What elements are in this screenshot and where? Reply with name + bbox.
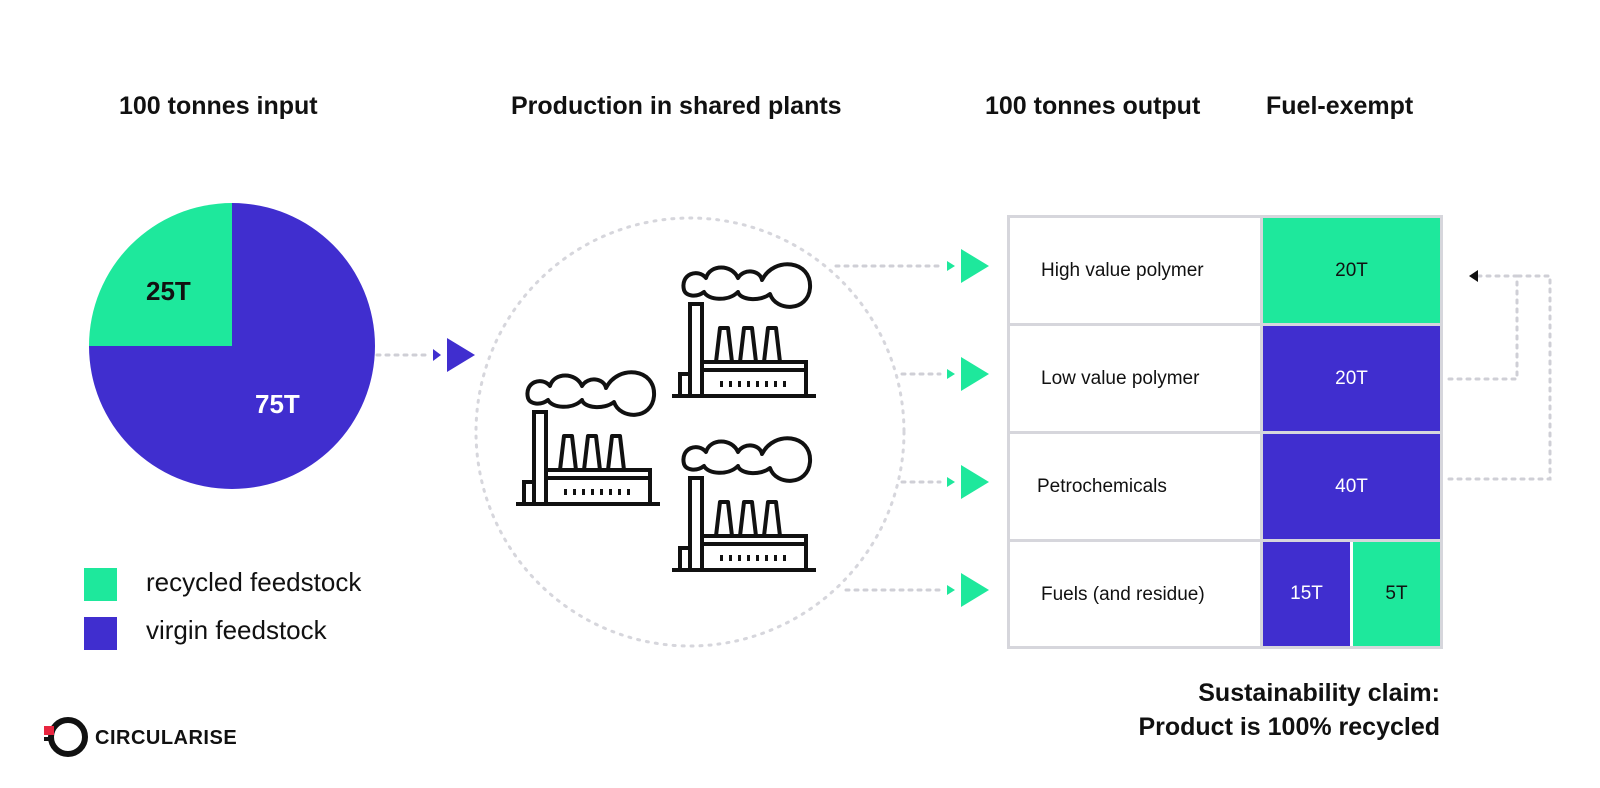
legend-label-virgin: virgin feedstock — [146, 615, 327, 645]
factory-icon-left — [516, 372, 660, 504]
output-name-petrochemicals: Petrochemicals — [1037, 475, 1167, 497]
table-row-divider — [1010, 539, 1440, 542]
output-arrow-3 — [900, 465, 989, 499]
legend-swatch-recycled — [84, 568, 117, 601]
sustainability-claim: Sustainability claim: Product is 100% re… — [1138, 676, 1440, 744]
output-name-low-value-polymer: Low value polymer — [1041, 367, 1200, 389]
legend-label-recycled: recycled feedstock — [146, 567, 362, 597]
output-arrow-1 — [834, 249, 989, 283]
production-heading: Production in shared plants — [511, 92, 842, 120]
pie-slice-recycled — [89, 203, 232, 346]
output-value-petrochemicals: 40T — [1263, 434, 1440, 539]
input-pie-chart — [89, 203, 375, 489]
input-heading: 100 tonnes input — [119, 92, 318, 120]
output-value-fuels-recycled: 5T — [1353, 542, 1440, 646]
table-row-divider — [1010, 431, 1440, 434]
output-value-low-value-polymer: 20T — [1263, 326, 1440, 431]
output-table: High value polymer Low value polymer Pet… — [1007, 215, 1443, 649]
output-value-fuels-virgin: 15T — [1263, 542, 1350, 646]
pie-label-recycled: 25T — [146, 276, 191, 306]
circularise-logo-text: CIRCULARISE — [95, 727, 238, 749]
output-name-high-value-polymer: High value polymer — [1041, 259, 1204, 281]
claim-line-2: Product is 100% recycled — [1138, 713, 1440, 741]
claim-line-1: Sustainability claim: — [1198, 679, 1440, 707]
production-circle — [474, 216, 906, 648]
input-arrow — [375, 338, 475, 372]
fuel-exempt-heading: Fuel-exempt — [1266, 92, 1414, 120]
output-value-high-value-polymer: 20T — [1263, 218, 1440, 323]
output-arrow-4 — [844, 573, 989, 607]
feedback-arrows — [1447, 274, 1552, 481]
pie-label-virgin: 75T — [255, 389, 300, 419]
feedback-arrowhead — [1469, 270, 1478, 282]
factory-icon-bottom — [672, 438, 816, 570]
output-arrow-2 — [900, 357, 989, 391]
table-row-divider — [1010, 323, 1440, 326]
circularise-logo-mark — [44, 717, 88, 757]
legend-swatch-virgin — [84, 617, 117, 650]
output-arrows — [834, 249, 989, 607]
factory-icon-top — [672, 264, 816, 396]
output-heading: 100 tonnes output — [985, 92, 1201, 120]
output-name-fuels: Fuels (and residue) — [1041, 583, 1205, 605]
